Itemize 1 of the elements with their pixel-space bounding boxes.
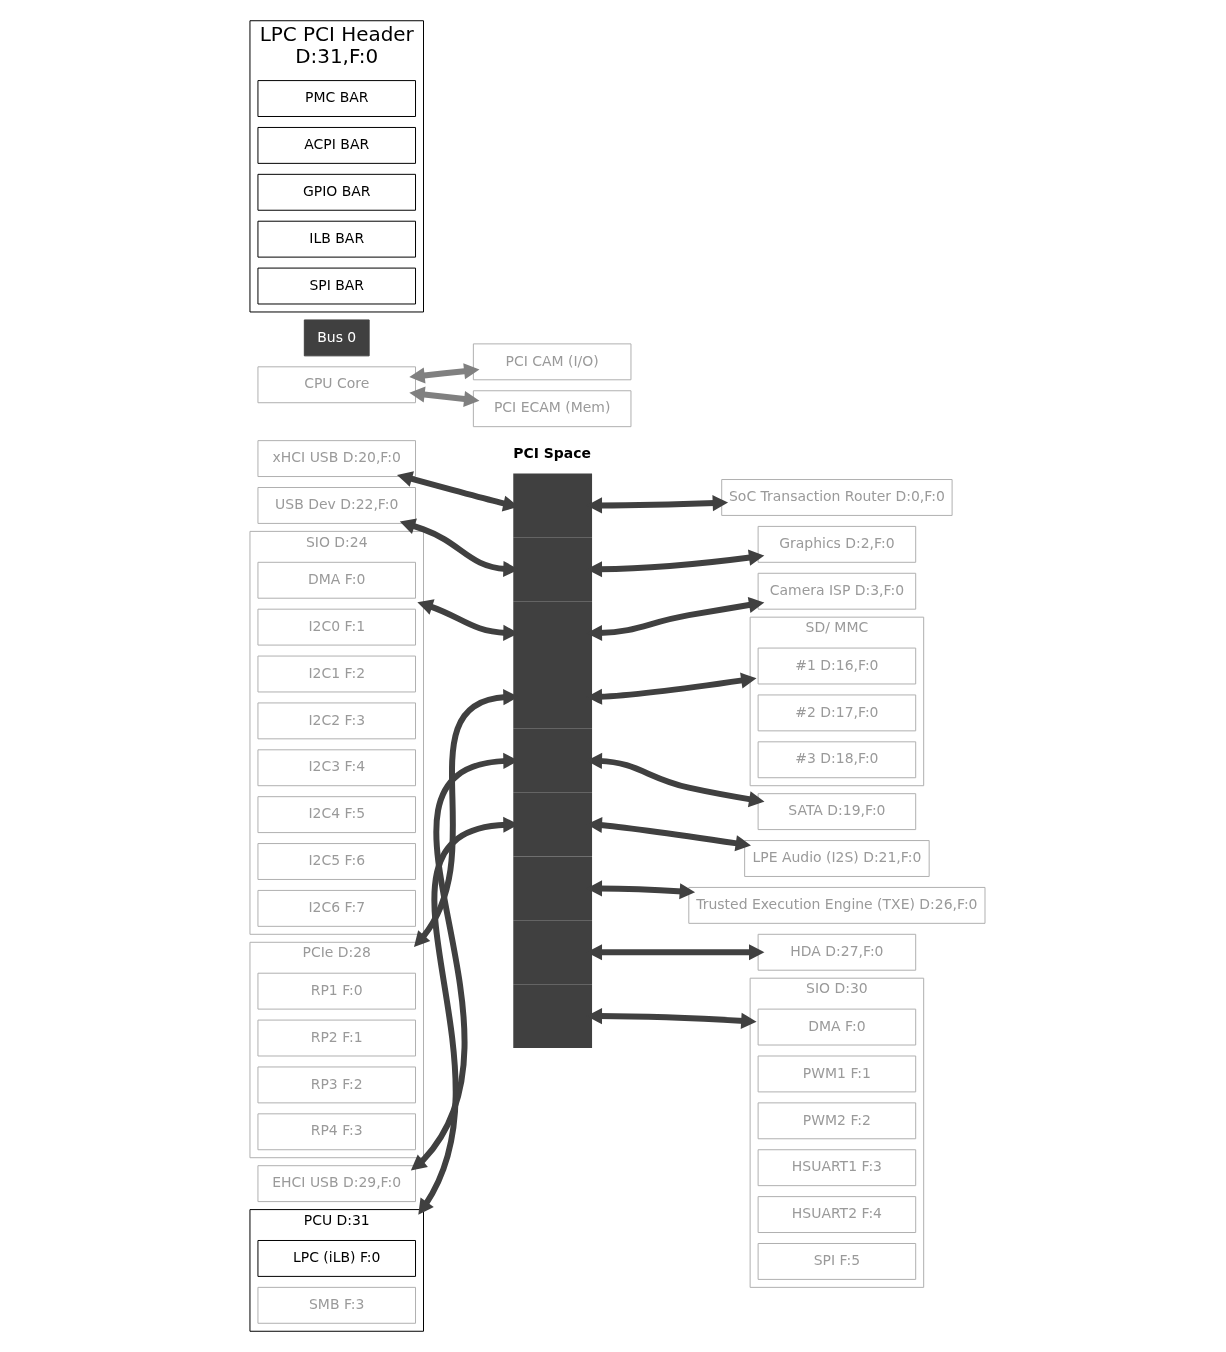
node-label: PCI Space (512, 445, 591, 462)
